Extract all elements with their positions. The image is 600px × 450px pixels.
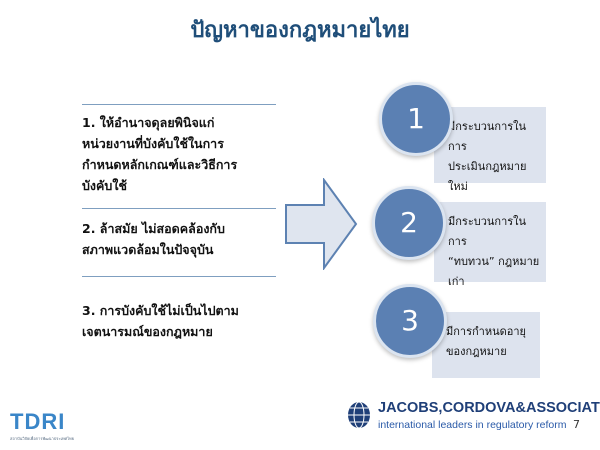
step-circle-3: 3 xyxy=(373,284,447,358)
solution-3-line-2: ของกฎหมาย xyxy=(446,345,507,358)
problem-1-line-4: บังคับใช้ xyxy=(82,178,127,193)
solution-1-line-1: มีกระบวนการในการ xyxy=(448,120,527,153)
solution-1-line-2: ประเมินกฎหมายใหม่ xyxy=(448,160,527,193)
tdri-logo-text: TDRI xyxy=(10,409,66,434)
solution-box-2: มีกระบวนการในการ “ทบทวน” กฎหมาย เก่า xyxy=(434,202,546,288)
page-number: 7 xyxy=(573,418,580,431)
jca-logo-tagline: international leaders in regulatory refo… xyxy=(378,419,567,431)
solution-2-line-3: เก่า xyxy=(448,275,465,288)
divider-top xyxy=(82,104,276,105)
solution-3-line-1: มีการกำหนดอายุ xyxy=(446,325,526,338)
divider-1 xyxy=(82,208,276,209)
problem-item-3: 3. การบังคับใช้ไม่เป็นไปตาม เจตนารมณ์ของ… xyxy=(82,300,276,342)
tdri-logo: TDRI สถาบันวิจัยเพื่อการพัฒนาประเทศไทย xyxy=(10,410,74,442)
problem-3-line-2: เจตนารมณ์ของกฎหมาย xyxy=(82,324,213,339)
globe-icon xyxy=(348,401,370,429)
problem-3-line-1: 3. การบังคับใช้ไม่เป็นไปตาม xyxy=(82,303,239,318)
problem-2-line-1: 2. ล้าสมัย ไม่สอดคล้องกับ xyxy=(82,221,225,236)
step-circle-1: 1 xyxy=(379,82,453,156)
problem-1-line-1: 1. ให้อำนาจดุลยพินิจแก่ xyxy=(82,115,215,130)
problem-item-2: 2. ล้าสมัย ไม่สอดคล้องกับ สภาพแวดล้อมในป… xyxy=(82,218,276,260)
problem-item-1: 1. ให้อำนาจดุลยพินิจแก่ หน่วยงานที่บังคั… xyxy=(82,112,276,196)
problem-1-line-2: หน่วยงานที่บังคับใช้ในการ xyxy=(82,136,224,151)
problem-2-line-2: สภาพแวดล้อมในปัจจุบัน xyxy=(82,242,214,257)
jca-logo-name: JACOBS,CORDOVA&ASSOCIATES xyxy=(378,400,600,416)
tdri-logo-subtitle: สถาบันวิจัยเพื่อการพัฒนาประเทศไทย xyxy=(10,436,75,441)
divider-2 xyxy=(82,276,276,277)
slide-title: ปัญหาของกฎหมายไทย xyxy=(190,18,410,43)
solution-2-line-2: “ทบทวน” กฎหมาย xyxy=(448,255,540,268)
right-arrow-icon xyxy=(285,178,358,270)
step-circle-2: 2 xyxy=(372,186,446,260)
problem-1-line-3: กำหนดหลักเกณฑ์และวิธีการ xyxy=(82,157,238,172)
solution-box-3: มีการกำหนดอายุ ของกฎหมาย xyxy=(432,312,540,378)
solution-2-line-1: มีกระบวนการในการ xyxy=(448,215,527,248)
